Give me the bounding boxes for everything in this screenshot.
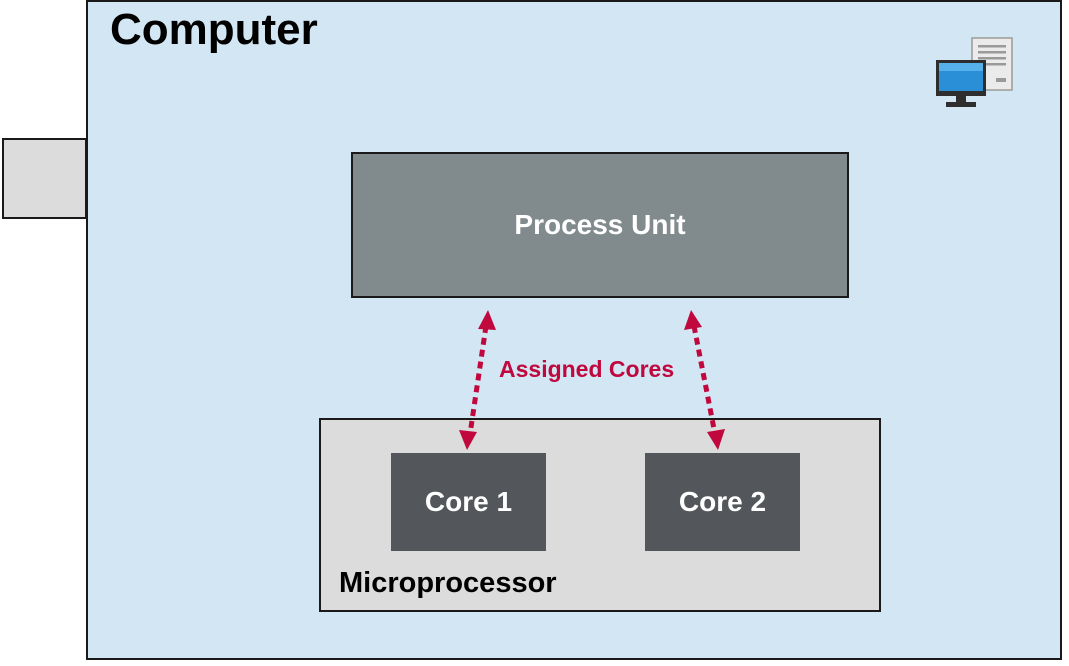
core-1-box: Core 1	[391, 453, 546, 551]
process-unit-box: Process Unit	[351, 152, 849, 298]
port-box	[2, 138, 87, 219]
computer-title: Computer	[110, 5, 318, 54]
microprocessor-label: Microprocessor	[339, 567, 557, 599]
core-2-label: Core 2	[678, 486, 767, 517]
core-1-label: Core 1	[424, 486, 513, 517]
computer-icon	[936, 37, 1013, 107]
assigned-cores-label: Assigned Cores	[499, 356, 675, 382]
process-unit-label: Process Unit	[514, 209, 686, 240]
core-2-box: Core 2	[645, 453, 800, 551]
